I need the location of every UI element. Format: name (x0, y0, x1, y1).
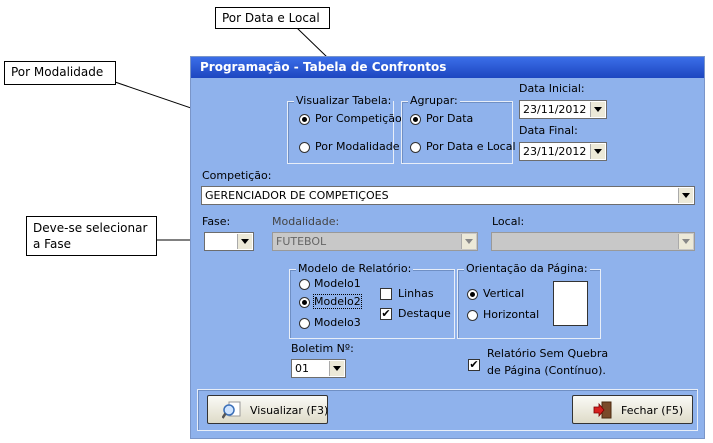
radio-por-data[interactable] (410, 114, 421, 125)
radio-por-data-label: Por Data (426, 112, 474, 125)
chevron-down-icon[interactable] (237, 234, 252, 249)
window-title: Programação - Tabela de Confrontos (191, 57, 704, 78)
fechar-button[interactable]: Fechar (F5) (572, 395, 693, 424)
linhas-checkbox[interactable] (380, 288, 392, 300)
visualizar-tabela-legend: Visualizar Tabela: (294, 94, 394, 107)
callout-text: Por Data e Local (222, 11, 320, 25)
competicao-value: GERENCIADOR DE COMPETIÇOES (205, 189, 389, 202)
chevron-down-icon[interactable] (678, 188, 693, 203)
callout-por-data-local: Por Data e Local (215, 7, 330, 29)
radio-vertical[interactable] (467, 289, 478, 300)
boletim-select[interactable]: 01 (291, 359, 346, 378)
radio-por-data-e-local[interactable] (410, 142, 421, 153)
radio-vertical-label: Vertical (483, 287, 525, 300)
radio-modelo2-label: Modelo2 (313, 294, 362, 309)
radio-horizontal-label: Horizontal (483, 308, 540, 321)
radio-horizontal[interactable] (467, 310, 478, 321)
sem-quebra-label-line2: de Página (Contínuo). (487, 364, 606, 377)
data-final-picker[interactable]: 23/11/2012 (519, 142, 607, 161)
magnifier-icon (222, 401, 241, 419)
orientacao-group: Orientação da Página: (457, 262, 601, 339)
chevron-down-icon[interactable] (678, 234, 693, 249)
competicao-select[interactable]: GERENCIADOR DE COMPETIÇOES (201, 186, 695, 205)
modalidade-select[interactable]: FUTEBOL (272, 232, 478, 251)
radio-por-competicao[interactable] (299, 114, 310, 125)
visualizar-tabela-group: Visualizar Tabela: (287, 94, 394, 164)
radio-por-modalidade[interactable] (299, 142, 310, 153)
competicao-label: Competição: (202, 169, 272, 182)
page-orientation-preview (553, 281, 588, 326)
dialog-window: Programação - Tabela de Confrontos Visua… (190, 56, 705, 439)
modalidade-label: Modalidade: (272, 215, 340, 228)
destaque-label: Destaque (398, 307, 451, 320)
modelo-relatorio-legend: Modelo de Relatório: (296, 262, 414, 275)
radio-por-modalidade-label: Por Modalidade (315, 140, 400, 153)
data-final-value: 23/11/2012 (523, 145, 587, 158)
chevron-down-icon[interactable] (329, 361, 344, 376)
local-label: Local: (492, 215, 525, 228)
callout-por-modalidade: Por Modalidade (4, 61, 116, 85)
data-final-label: Data Final: (519, 124, 578, 137)
agrupar-legend: Agrupar: (408, 94, 460, 107)
exit-door-icon (593, 401, 612, 419)
local-select[interactable] (491, 232, 695, 251)
callout-text: a Fase (33, 237, 71, 251)
fechar-button-label: Fechar (F5) (621, 404, 684, 417)
data-inicial-picker[interactable]: 23/11/2012 (519, 100, 607, 119)
sem-quebra-label-line1: Relatório Sem Quebra (487, 347, 609, 360)
visualizar-button-label: Visualizar (F3) (250, 404, 329, 417)
radio-modelo1[interactable] (299, 279, 310, 290)
linhas-label: Linhas (398, 287, 434, 300)
destaque-checkbox[interactable]: ✔ (380, 308, 392, 320)
chevron-down-icon[interactable] (461, 234, 476, 249)
data-inicial-value: 23/11/2012 (523, 103, 587, 116)
sem-quebra-checkbox[interactable]: ✔ (468, 359, 480, 371)
fase-label: Fase: (202, 215, 231, 228)
agrupar-group: Agrupar: (401, 94, 513, 164)
orientacao-legend: Orientação da Página: (464, 262, 590, 275)
radio-modelo3[interactable] (299, 318, 310, 329)
boletim-label: Boletim Nº: (291, 342, 354, 355)
chevron-down-icon[interactable] (590, 144, 605, 159)
check-icon: ✔ (469, 358, 479, 371)
callout-fase: Deve-se selecionar a Fase (26, 216, 157, 256)
radio-modelo3-label: Modelo3 (314, 316, 361, 329)
boletim-value: 01 (295, 362, 309, 375)
modalidade-value: FUTEBOL (276, 235, 327, 248)
chevron-down-icon[interactable] (590, 102, 605, 117)
callout-text: Deve-se selecionar (33, 221, 148, 235)
radio-por-data-e-local-label: Por Data e Local (426, 140, 516, 153)
radio-por-competicao-label: Por Competição (315, 112, 402, 125)
radio-modelo2[interactable] (299, 297, 310, 308)
data-inicial-label: Data Inicial: (519, 82, 585, 95)
visualizar-button[interactable]: Visualizar (F3) (207, 395, 328, 424)
fase-select[interactable] (204, 232, 254, 251)
button-bar (197, 389, 698, 431)
check-icon: ✔ (381, 307, 391, 320)
callout-text: Por Modalidade (11, 65, 104, 79)
modelo-relatorio-group: Modelo de Relatório: (289, 262, 455, 339)
radio-modelo1-label: Modelo1 (314, 277, 361, 290)
